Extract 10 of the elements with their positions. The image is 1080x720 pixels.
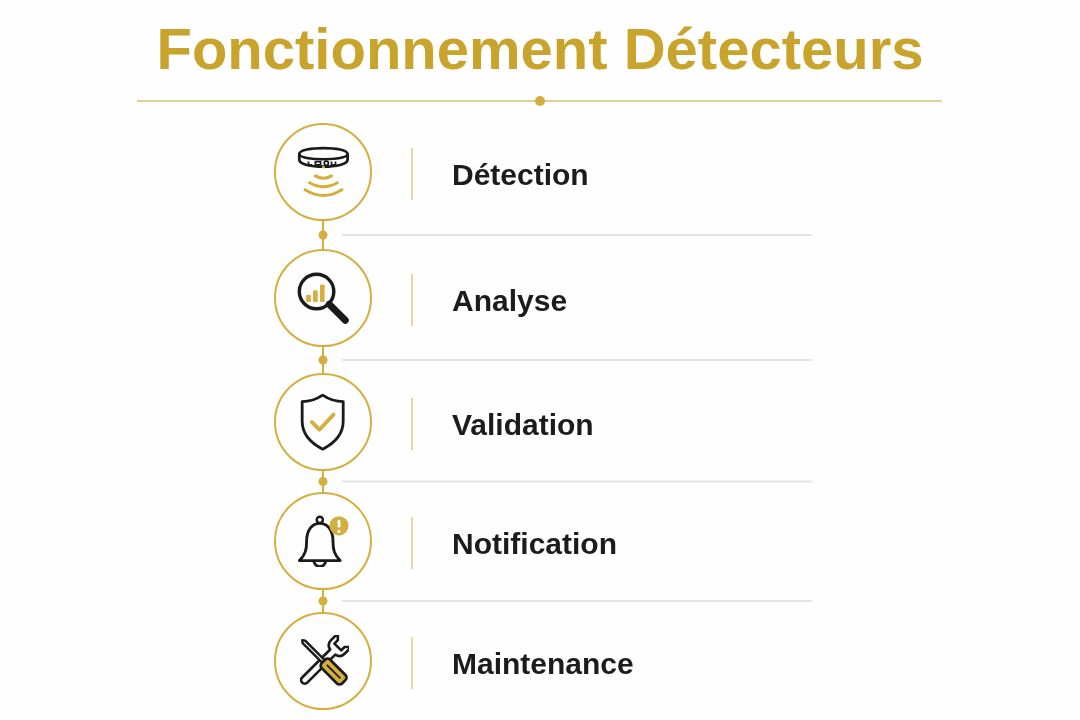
connector-line xyxy=(318,470,328,493)
connector-line xyxy=(318,220,328,250)
step-label: Notification xyxy=(452,527,617,561)
title: Fonctionnement Détecteurs xyxy=(155,20,925,78)
connector-line xyxy=(318,589,328,613)
step-label: Analyse xyxy=(452,284,568,318)
step-label: Maintenance xyxy=(452,647,634,681)
step-label: Validation xyxy=(452,408,594,442)
connector-line xyxy=(318,346,328,374)
step-label: Détection xyxy=(452,158,589,192)
